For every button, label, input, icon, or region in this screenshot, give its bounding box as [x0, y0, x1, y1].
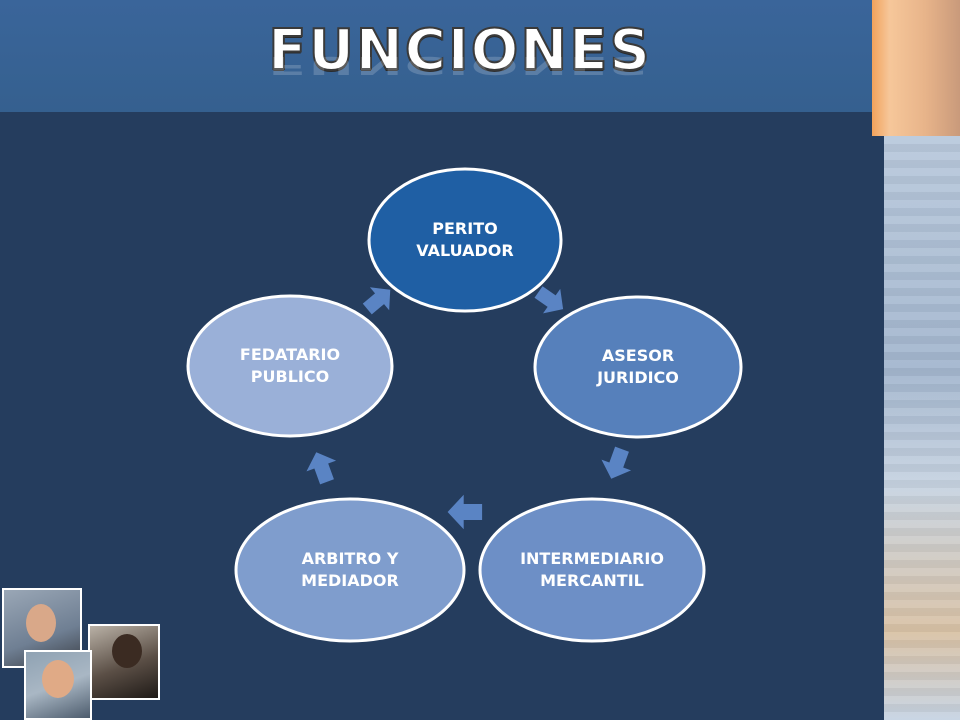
arrow-intermediario-to-arbitro — [447, 494, 483, 530]
people-photo-collage — [0, 586, 162, 720]
cycle-arrows — [306, 286, 632, 530]
node-perito-valuador — [367, 167, 563, 313]
photo-man-smiling — [24, 650, 92, 720]
photo-man-back — [88, 624, 160, 700]
cycle-nodes — [186, 167, 743, 643]
node-fedatario-publico — [186, 294, 394, 438]
title-area: FUNCIONES FUNCIONES — [0, 17, 920, 84]
arrow-arbitro-to-fedatario — [306, 452, 337, 485]
arrow-asesor-to-intermediario — [601, 446, 632, 479]
node-label-perito-valuador: PERITO VALUADOR — [416, 219, 514, 260]
node-arbitro-mediador — [234, 497, 466, 643]
header-band — [0, 0, 872, 112]
node-label-fedatario-publico: FEDATARIO PUBLICO — [239, 345, 341, 386]
node-label-intermediario-mercantil: INTERMEDIARIO MERCANTIL — [520, 549, 664, 590]
slide-title: FUNCIONES — [267, 17, 652, 84]
photo-woman-face — [26, 604, 56, 642]
node-label-asesor-juridico: ASESOR JURIDICO — [597, 346, 679, 387]
photo-man-back-head — [112, 634, 142, 668]
node-label-arbitro-mediador: ARBITRO Y MEDIADOR — [301, 549, 399, 590]
side-photo-strip — [884, 136, 960, 720]
arrow-fedatario-to-perito — [362, 287, 391, 315]
header-photo-strip — [872, 0, 960, 136]
node-intermediario-mercantil — [478, 497, 706, 643]
side-photo-shade — [884, 136, 960, 720]
node-asesor-juridico — [533, 295, 743, 439]
arrow-perito-to-asesor — [534, 286, 564, 314]
photo-man-smiling-face — [42, 660, 74, 698]
